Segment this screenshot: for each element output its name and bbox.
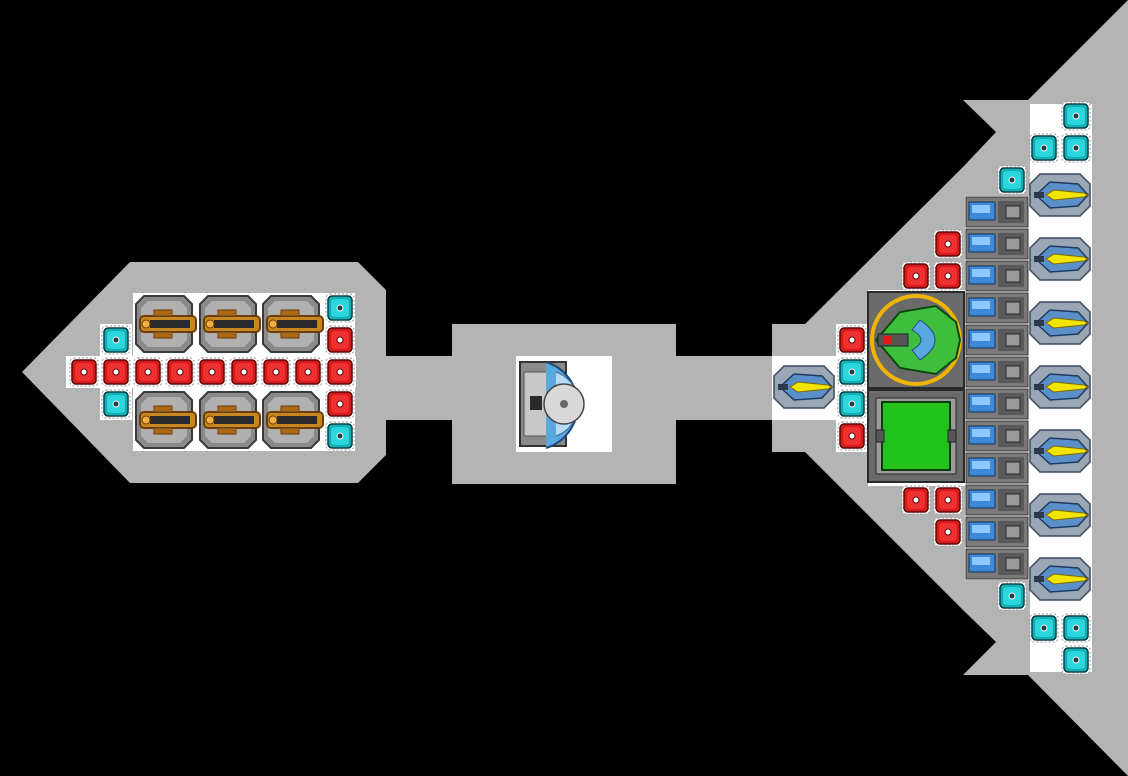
- battery-cell[interactable]: [965, 228, 1029, 260]
- cockpit[interactable]: [867, 291, 965, 389]
- brass-cannon[interactable]: [135, 391, 197, 449]
- core-dome[interactable]: [519, 361, 585, 449]
- cyan-block[interactable]: [325, 293, 355, 323]
- brass-cannon[interactable]: [262, 295, 324, 353]
- battery-cell[interactable]: [965, 548, 1029, 580]
- thruster[interactable]: [1029, 237, 1091, 281]
- red-block[interactable]: [901, 261, 931, 291]
- cyan-block[interactable]: [997, 581, 1027, 611]
- red-block[interactable]: [933, 229, 963, 259]
- red-block[interactable]: [69, 357, 99, 387]
- thruster[interactable]: [1029, 365, 1091, 409]
- red-block[interactable]: [325, 357, 355, 387]
- red-block[interactable]: [261, 357, 291, 387]
- red-block[interactable]: [933, 517, 963, 547]
- cyan-block[interactable]: [325, 421, 355, 451]
- battery-cell[interactable]: [965, 292, 1029, 324]
- cyan-block[interactable]: [1029, 613, 1059, 643]
- brass-cannon[interactable]: [135, 295, 197, 353]
- battery-cell[interactable]: [965, 452, 1029, 484]
- red-block[interactable]: [165, 357, 195, 387]
- cyan-block[interactable]: [1061, 645, 1091, 675]
- red-block[interactable]: [933, 261, 963, 291]
- cyan-block[interactable]: [101, 389, 131, 419]
- battery-cell[interactable]: [965, 516, 1029, 548]
- battery-cell[interactable]: [965, 484, 1029, 516]
- red-block[interactable]: [325, 325, 355, 355]
- cyan-block[interactable]: [837, 357, 867, 387]
- red-block[interactable]: [837, 325, 867, 355]
- red-block[interactable]: [293, 357, 323, 387]
- red-block[interactable]: [197, 357, 227, 387]
- brass-cannon[interactable]: [262, 391, 324, 449]
- thruster[interactable]: [1029, 493, 1091, 537]
- cyan-block[interactable]: [837, 389, 867, 419]
- cyan-block[interactable]: [1061, 133, 1091, 163]
- brass-cannon[interactable]: [199, 391, 261, 449]
- cyan-block[interactable]: [1061, 613, 1091, 643]
- battery-cell[interactable]: [965, 196, 1029, 228]
- cyan-block[interactable]: [1061, 101, 1091, 131]
- nose-thruster[interactable]: [773, 365, 835, 409]
- cyan-block[interactable]: [997, 165, 1027, 195]
- thruster[interactable]: [1029, 429, 1091, 473]
- thruster[interactable]: [1029, 301, 1091, 345]
- right-connector: [676, 356, 776, 420]
- battery-cell[interactable]: [965, 324, 1029, 356]
- thruster[interactable]: [1029, 557, 1091, 601]
- battery-cell[interactable]: [965, 356, 1029, 388]
- battery-cell[interactable]: [965, 260, 1029, 292]
- red-block[interactable]: [229, 357, 259, 387]
- red-block[interactable]: [101, 357, 131, 387]
- red-block[interactable]: [837, 421, 867, 451]
- red-block[interactable]: [325, 389, 355, 419]
- red-block[interactable]: [133, 357, 163, 387]
- cyan-block[interactable]: [1029, 133, 1059, 163]
- thruster[interactable]: [1029, 173, 1091, 217]
- brass-cannon[interactable]: [199, 295, 261, 353]
- battery-cell[interactable]: [965, 420, 1029, 452]
- red-block[interactable]: [901, 485, 931, 515]
- left-connector: [386, 356, 454, 420]
- cyan-block[interactable]: [101, 325, 131, 355]
- reactor[interactable]: [867, 389, 965, 483]
- red-block[interactable]: [933, 485, 963, 515]
- battery-cell[interactable]: [965, 388, 1029, 420]
